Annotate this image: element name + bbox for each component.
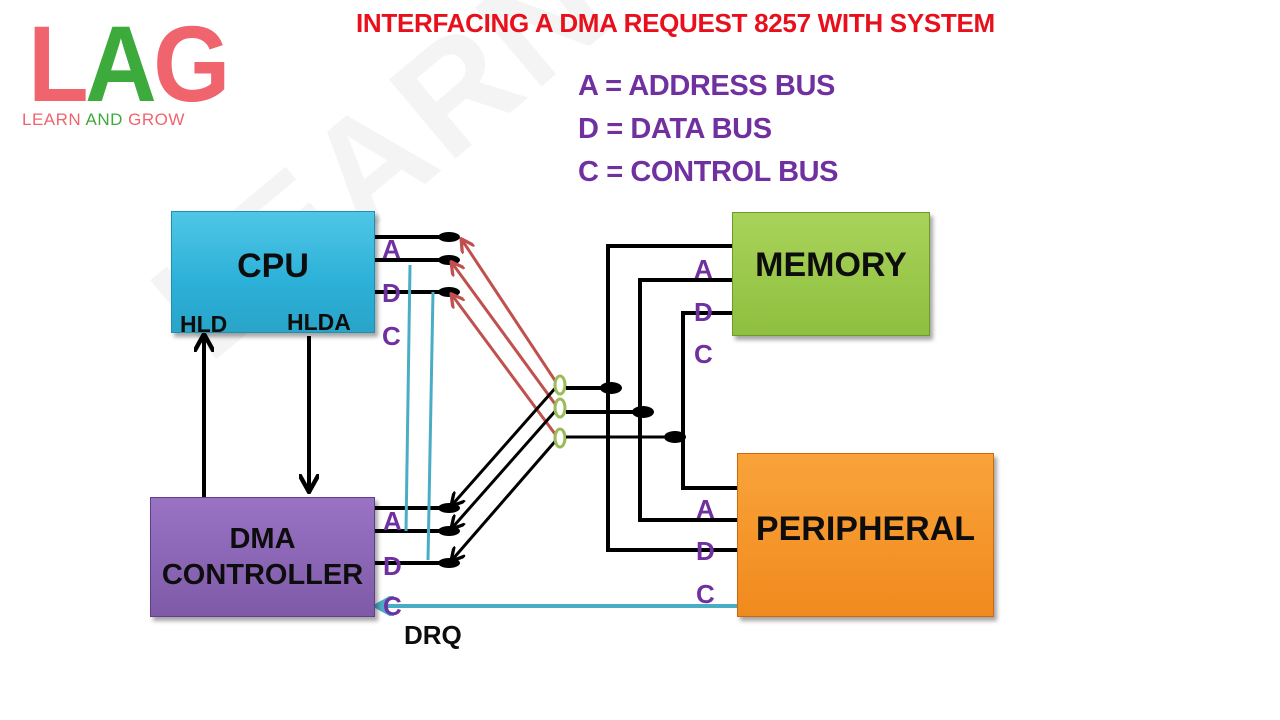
- logo-letter-a: A: [85, 3, 157, 124]
- cpu-bus-letter-a: A: [382, 234, 401, 264]
- page-title: INTERFACING A DMA REQUEST 8257 WITH SYST…: [356, 8, 995, 38]
- memory-bus-letter-d: D: [694, 297, 713, 327]
- data-bus-trunk: [638, 278, 737, 522]
- memory-block: MEMORY: [732, 212, 930, 336]
- dma-label-line-2: CONTROLLER: [161, 559, 364, 591]
- hld-label: HLD: [180, 311, 228, 337]
- black-arrow-3: [452, 437, 560, 560]
- system-bus-node-1: [600, 382, 622, 394]
- dma-bus-letter-c: C: [383, 591, 402, 621]
- peripheral-block: PERIPHERAL: [737, 453, 994, 617]
- peripheral-bus-letter-d: D: [696, 536, 715, 566]
- cpu-block: CPU: [171, 211, 375, 333]
- switch-ring-2: [553, 397, 567, 419]
- logo-subtitle: LEARN AND GROW: [22, 110, 185, 130]
- red-arrow-3: [452, 295, 560, 439]
- memory-bus-letter-a: A: [694, 254, 713, 284]
- legend-data-bus: D = DATA BUS: [578, 113, 772, 145]
- system-bus-node-3: [664, 431, 686, 443]
- dma-bus-node-2: [438, 526, 460, 536]
- dma-bus-node-3: [438, 558, 460, 568]
- logo-sub-and: AND: [85, 110, 123, 129]
- peripheral-bus-letter-c: C: [696, 579, 715, 609]
- red-arrow-1: [462, 240, 560, 386]
- drq-label: DRQ: [404, 620, 462, 650]
- cpu-bus-node-2: [438, 255, 460, 265]
- logo-letter-l: L: [28, 3, 89, 124]
- dma-bus-letter-d: D: [383, 551, 402, 581]
- control-line-2: [426, 291, 435, 561]
- switch-ring-1: [553, 374, 567, 396]
- legend-address-bus: A = ADDRESS BUS: [578, 70, 835, 102]
- logo-letters: LAG: [28, 10, 230, 118]
- address-bus-trunk: [606, 244, 737, 552]
- logo-letter-g: G: [153, 3, 230, 124]
- black-arrow-1: [452, 384, 560, 505]
- switch-ring-3: [553, 427, 567, 449]
- hlda-label: HLDA: [287, 309, 351, 335]
- dma-controller-block: DMA CONTROLLER: [150, 497, 375, 617]
- memory-bus-letter-c: C: [694, 339, 713, 369]
- system-bus-node-2: [632, 406, 654, 418]
- control-bus-trunk: [681, 311, 737, 490]
- cpu-bus-letter-d: D: [382, 278, 401, 308]
- red-arrow-2: [452, 263, 560, 409]
- dma-bus-letter-a: A: [383, 506, 402, 536]
- legend-control-bus: C = CONTROL BUS: [578, 156, 839, 188]
- black-arrow-2: [452, 407, 560, 528]
- peripheral-label: PERIPHERAL: [755, 509, 976, 548]
- peripheral-bus-letter-a: A: [696, 494, 715, 524]
- logo-sub-grow: GROW: [122, 110, 185, 129]
- memory-label: MEMORY: [755, 245, 907, 284]
- cpu-bus-letter-c: C: [382, 321, 401, 351]
- cpu-bus-node-3: [438, 287, 460, 297]
- logo-sub-learn: LEARN: [22, 110, 86, 129]
- dma-label-line-1: DMA: [229, 522, 296, 555]
- dma-bus-node-1: [438, 503, 460, 513]
- control-line-1: [404, 264, 412, 532]
- cpu-label: CPU: [237, 246, 309, 285]
- cpu-bus-node-1: [438, 232, 460, 242]
